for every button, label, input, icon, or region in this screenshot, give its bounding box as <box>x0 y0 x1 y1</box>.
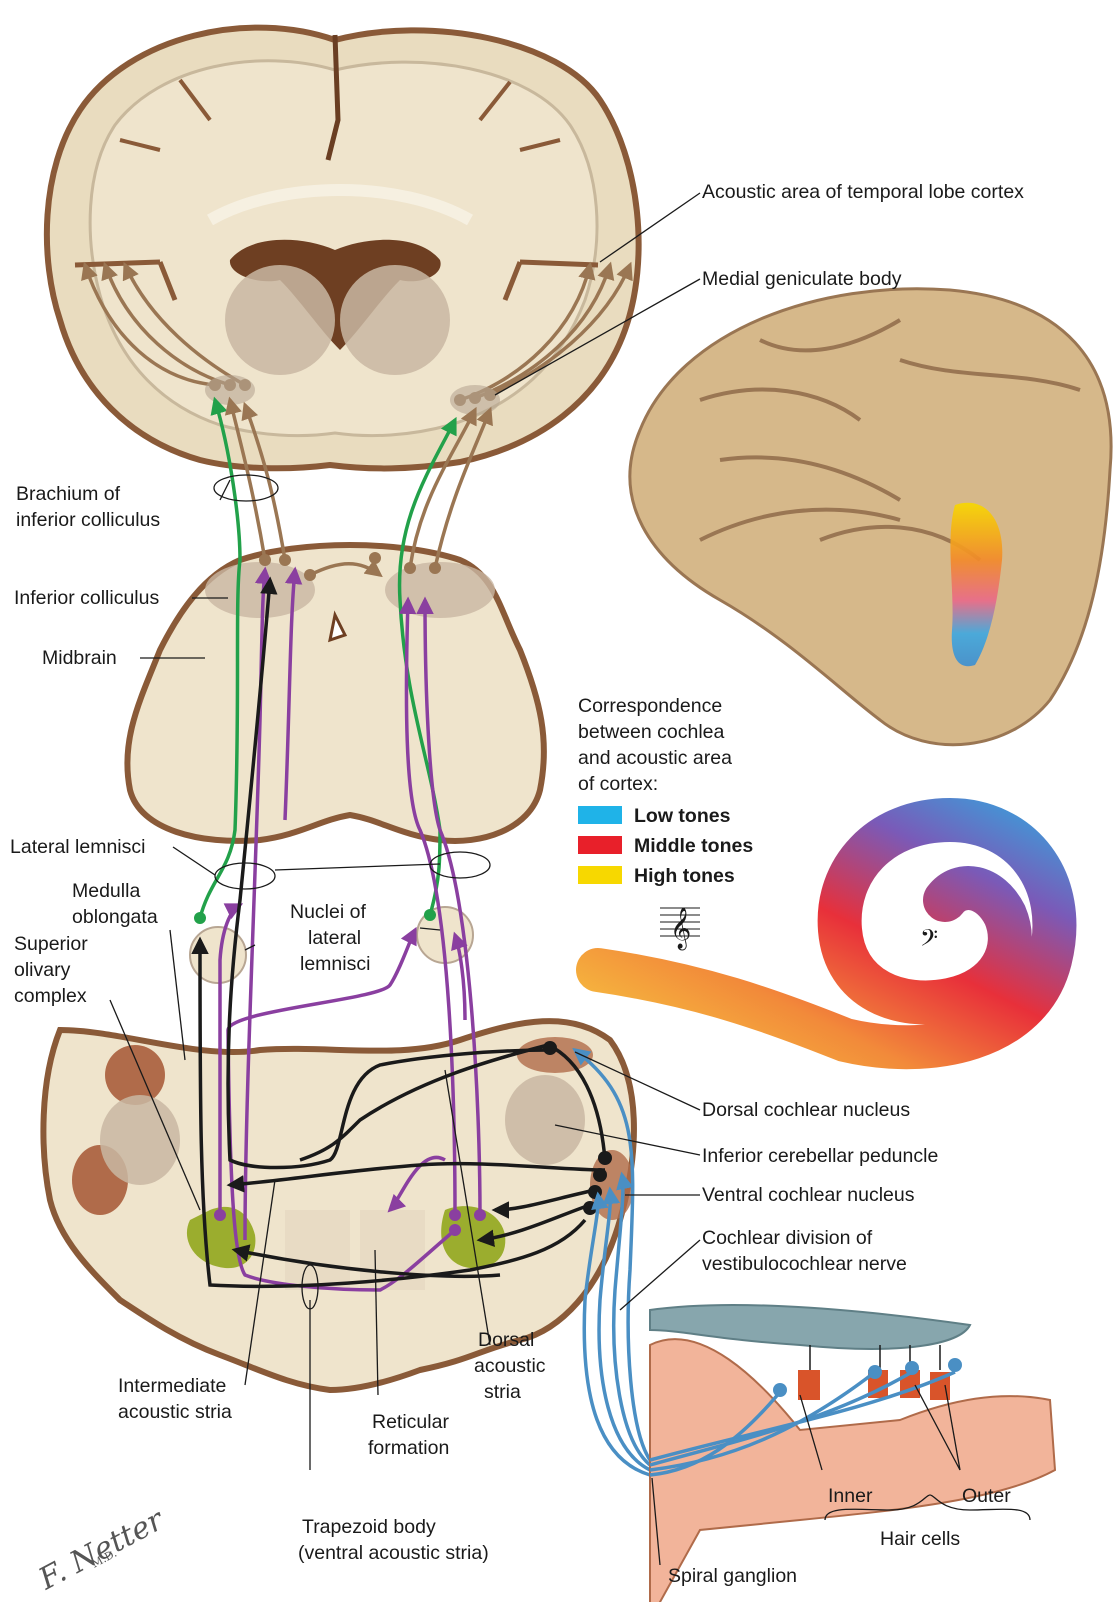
artist-signature: F. Netter M.D. <box>32 1502 170 1598</box>
legend-intro-line-4: of cortex: <box>578 773 658 795</box>
label-superior-line-2: olivary <box>14 959 71 981</box>
legend-label-low: Low tones <box>634 805 731 827</box>
label-inferior-colliculus: Inferior colliculus <box>14 587 159 609</box>
medulla-section <box>43 1021 634 1390</box>
legend-swatch-low <box>578 806 622 824</box>
label-medulla-line-2: oblongata <box>72 906 158 928</box>
label-inferior-cerebellar-peduncle: Inferior cerebellar peduncle <box>702 1145 938 1167</box>
label-nuclei-line-1: Nuclei of <box>290 901 366 923</box>
label-nuclei-line-2: lateral <box>308 927 361 949</box>
label-medial-geniculate: Medial geniculate body <box>702 268 902 290</box>
label-inner: Inner <box>828 1485 873 1507</box>
label-dorsal-cochlear-nucleus: Dorsal cochlear nucleus <box>702 1099 910 1121</box>
label-acoustic-area: Acoustic area of temporal lobe cortex <box>702 181 1024 203</box>
label-superior-line-1: Superior <box>14 933 88 955</box>
label-reticular-line-2: formation <box>368 1437 449 1459</box>
midbrain-section <box>127 545 544 841</box>
label-dorsal-stria-line-1: Dorsal <box>478 1329 534 1351</box>
legend-intro-line-3: and acoustic area <box>578 747 732 769</box>
label-reticular-line-1: Reticular <box>372 1411 449 1433</box>
legend-swatch-high <box>578 866 622 884</box>
svg-text:𝄞: 𝄞 <box>670 907 691 950</box>
svg-text:𝄢: 𝄢 <box>920 924 938 957</box>
label-cochlear-division-line-1: Cochlear division of <box>702 1227 873 1249</box>
label-dorsal-stria-line-2: acoustic <box>474 1355 546 1377</box>
legend-label-middle: Middle tones <box>634 835 753 857</box>
legend-intro-line-1: Correspondence <box>578 695 722 717</box>
label-trapezoid-line-1: Trapezoid body <box>302 1516 436 1538</box>
label-medulla-line-1: Medulla <box>72 880 140 902</box>
svg-text:F. Netter: F. Netter <box>32 1502 170 1598</box>
label-brachium-line-2: inferior colliculus <box>16 509 160 531</box>
label-intermediate-line-1: Intermediate <box>118 1375 226 1397</box>
label-dorsal-stria-line-3: stria <box>484 1381 521 1403</box>
lateral-brain-view <box>630 289 1111 745</box>
label-brachium-line-1: Brachium of <box>16 483 121 505</box>
label-lateral-lemnisci: Lateral lemnisci <box>10 836 145 858</box>
label-intermediate-line-2: acoustic stria <box>118 1401 232 1423</box>
coronal-brain-section <box>47 28 639 469</box>
label-hair-cells: Hair cells <box>880 1528 960 1550</box>
label-ventral-cochlear-nucleus: Ventral cochlear nucleus <box>702 1184 915 1206</box>
label-cochlear-division-line-2: vestibulocochlear nerve <box>702 1253 907 1275</box>
legend-swatch-middle <box>578 836 622 854</box>
label-superior-line-3: complex <box>14 985 87 1007</box>
legend-label-high: High tones <box>634 865 735 887</box>
label-nuclei-line-3: lemnisci <box>300 953 370 975</box>
tonotopic-legend: Correspondence between cochlea and acous… <box>578 695 753 950</box>
treble-clef-icon: 𝄞 <box>660 907 700 950</box>
label-midbrain: Midbrain <box>42 647 117 669</box>
legend-intro-line-2: between cochlea <box>578 721 725 743</box>
label-spiral-ganglion: Spiral ganglion <box>668 1565 797 1587</box>
label-outer: Outer <box>962 1485 1011 1507</box>
label-trapezoid-line-2: (ventral acoustic stria) <box>298 1542 489 1564</box>
